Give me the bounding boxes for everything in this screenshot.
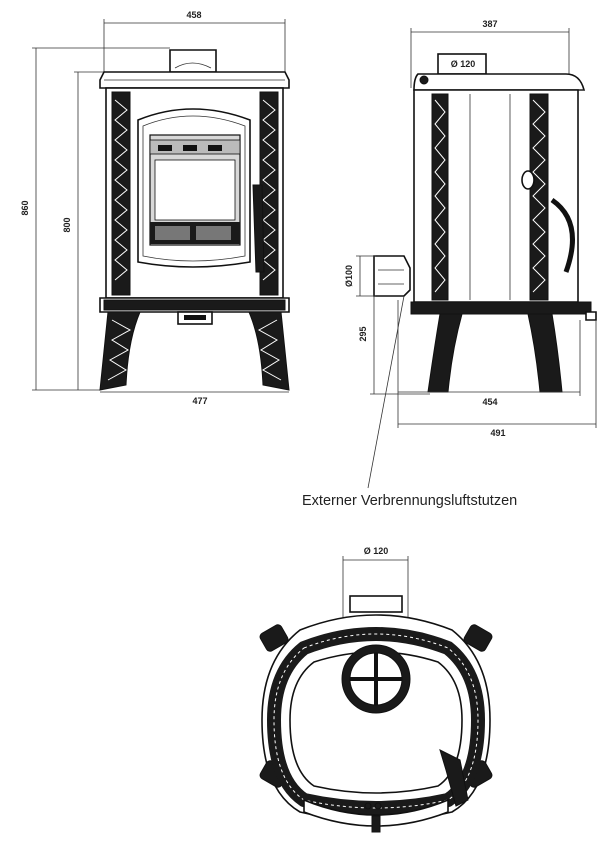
side-depth-total-label: 491 bbox=[490, 428, 505, 438]
side-depth-top-label: 387 bbox=[482, 19, 497, 29]
top-view: Ø 120 bbox=[259, 546, 493, 833]
side-flue-diameter-label: Ø 120 bbox=[451, 59, 476, 69]
front-height-total-label: 860 bbox=[20, 200, 30, 215]
front-width-base-label: 477 bbox=[192, 396, 207, 406]
top-flue-diameter-label: Ø 120 bbox=[364, 546, 389, 556]
side-view: 387 Ø 120 Ø100 bbox=[344, 19, 597, 489]
front-view: 458 860 800 bbox=[20, 10, 290, 406]
side-air-inlet-diameter-label: Ø100 bbox=[344, 265, 354, 287]
air-inlet-caption: Externer Verbrennungsluftstutzen bbox=[302, 493, 517, 509]
front-height-body-label: 800 bbox=[62, 217, 72, 232]
side-air-inlet-height-label: 295 bbox=[358, 326, 368, 341]
side-depth-feet-label: 454 bbox=[482, 397, 497, 407]
front-width-top-label: 458 bbox=[186, 10, 201, 20]
